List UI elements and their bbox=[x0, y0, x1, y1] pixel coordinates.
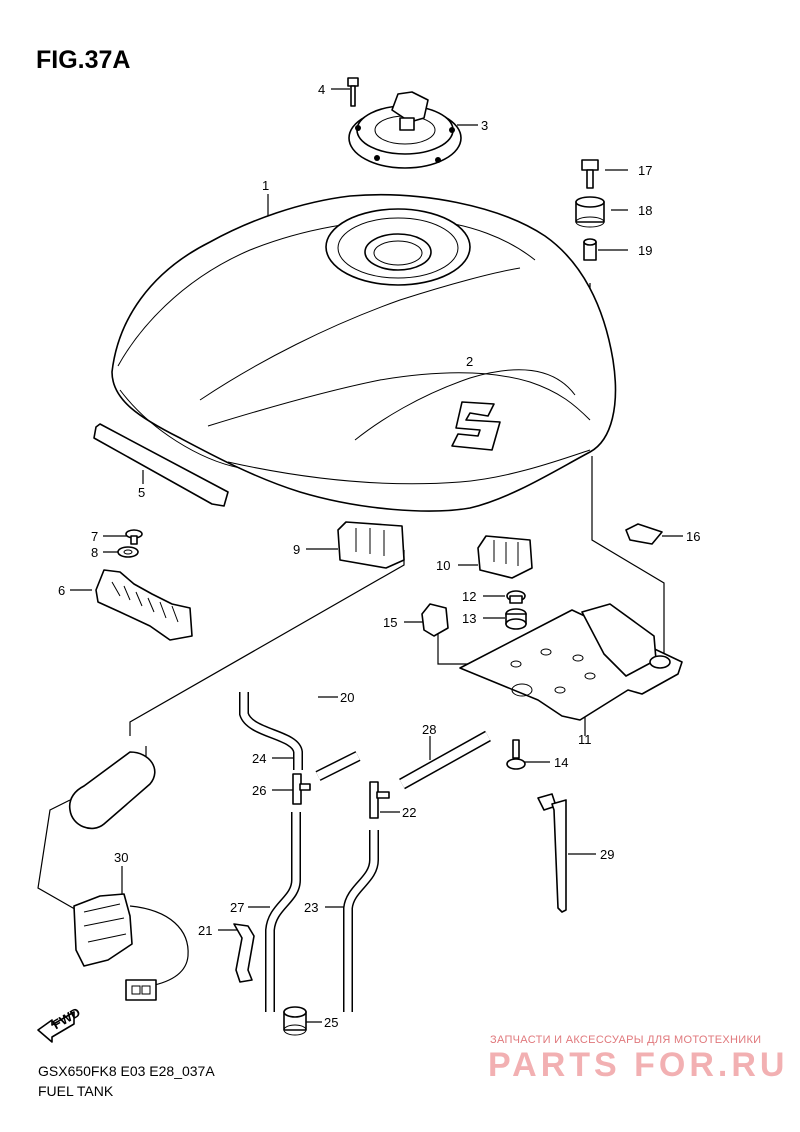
bolt-17 bbox=[581, 159, 599, 189]
clamp-21 bbox=[233, 923, 255, 983]
callout-25: 25 bbox=[324, 1015, 338, 1030]
callout-13: 13 bbox=[462, 611, 476, 626]
tank-emblem bbox=[451, 401, 501, 451]
callout-3: 3 bbox=[481, 118, 488, 133]
callout-29: 29 bbox=[600, 847, 614, 862]
watermark-caption: ЗАПЧАСТИ И АКСЕССУАРЫ ДЛЯ МОТОТЕХНИКИ bbox=[490, 1034, 762, 1046]
callout-21: 21 bbox=[198, 923, 212, 938]
fwd-arrow-icon: FWD bbox=[37, 1004, 83, 1043]
callout-14: 14 bbox=[554, 755, 568, 770]
callout-23: 23 bbox=[304, 900, 318, 915]
callout-27: 27 bbox=[230, 900, 244, 915]
callout-6: 6 bbox=[58, 583, 65, 598]
callout-1: 1 bbox=[262, 178, 269, 193]
washer-8 bbox=[117, 546, 139, 558]
cushion-9 bbox=[337, 521, 405, 569]
cushion-15 bbox=[421, 603, 449, 637]
callout-10: 10 bbox=[436, 558, 450, 573]
callout-labels: 1 2 3 4 5 6 7 8 9 10 11 12 13 14 15 16 1… bbox=[58, 82, 700, 1030]
callout-18: 18 bbox=[638, 203, 652, 218]
callout-12: 12 bbox=[462, 589, 476, 604]
callout-17: 17 bbox=[638, 163, 652, 178]
callout-16: 16 bbox=[686, 529, 700, 544]
tank-strip bbox=[93, 423, 229, 507]
hose-20 bbox=[310, 682, 376, 778]
leader-lines bbox=[70, 88, 683, 1023]
hose-27 bbox=[265, 812, 301, 1012]
callout-4: 4 bbox=[318, 82, 325, 97]
pad-16 bbox=[625, 523, 663, 545]
figure-title: FIG.37A bbox=[36, 46, 131, 74]
tray-11 bbox=[459, 603, 683, 721]
grommet-12 bbox=[506, 590, 526, 604]
callout-22: 22 bbox=[402, 805, 416, 820]
callout-24: 24 bbox=[252, 751, 266, 766]
callout-2: 2 bbox=[466, 354, 473, 369]
section-name: FUEL TANK bbox=[38, 1083, 114, 1099]
joint-26 bbox=[292, 773, 311, 805]
hose-23 bbox=[343, 830, 379, 1012]
collar-19 bbox=[583, 238, 597, 261]
bolt-14 bbox=[506, 739, 526, 770]
callout-8: 8 bbox=[91, 545, 98, 560]
bolt-7 bbox=[125, 529, 143, 545]
joint-22 bbox=[369, 781, 390, 819]
mount-bracket bbox=[95, 569, 193, 641]
bushing-18 bbox=[575, 196, 605, 228]
callout-19: 19 bbox=[638, 243, 652, 258]
callout-9: 9 bbox=[293, 542, 300, 557]
callout-7: 7 bbox=[91, 529, 98, 544]
callout-30: 30 bbox=[114, 850, 128, 865]
model-code: GSX650FK8 E03 E28_037A bbox=[38, 1063, 215, 1079]
fuel-tank bbox=[111, 193, 617, 512]
callout-28: 28 bbox=[422, 722, 436, 737]
watermark-logo: PARTS FOR.RU bbox=[488, 1046, 789, 1084]
tube-29 bbox=[537, 793, 567, 913]
hose-28 bbox=[399, 730, 491, 790]
fuel-cap bbox=[348, 91, 462, 169]
cap-screw bbox=[347, 77, 359, 107]
callout-26: 26 bbox=[252, 783, 266, 798]
callout-11: 11 bbox=[578, 732, 592, 747]
callout-20: 20 bbox=[340, 690, 354, 705]
cushion-10 bbox=[477, 535, 533, 579]
hose-short bbox=[315, 751, 361, 781]
fuel-pump-30 bbox=[37, 746, 189, 1001]
callout-15: 15 bbox=[383, 615, 397, 630]
cap-25 bbox=[283, 1006, 307, 1036]
grommet-13 bbox=[505, 608, 527, 630]
callout-5: 5 bbox=[138, 485, 145, 500]
hose-24 bbox=[239, 692, 303, 770]
